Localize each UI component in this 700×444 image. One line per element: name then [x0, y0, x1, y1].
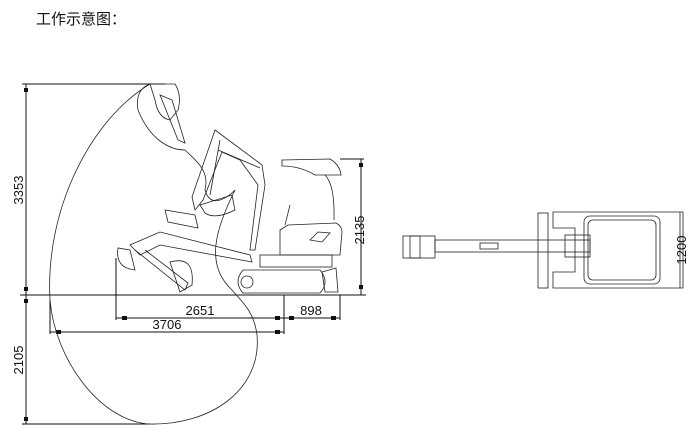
dim-2651: 2651 [186, 303, 215, 318]
top-view: 1200 [402, 211, 689, 289]
dim-overall-height: 2135 [352, 216, 367, 245]
side-view: 3353 2105 2135 2651 898 3706 [11, 83, 367, 425]
lowered-arm [117, 209, 253, 293]
dim-max-digging-reach: 3706 [153, 317, 182, 332]
dimension-lines [20, 83, 366, 425]
raised-arm [149, 83, 266, 251]
page-title: 工作示意图： [36, 10, 127, 28]
dim-width: 1200 [674, 236, 689, 265]
working-envelope-curve [49, 83, 258, 425]
dim-max-digging-depth: 2105 [11, 346, 26, 375]
machine-body [237, 158, 343, 294]
dim-max-digging-height: 3353 [11, 176, 26, 205]
dim-898: 898 [300, 303, 322, 318]
